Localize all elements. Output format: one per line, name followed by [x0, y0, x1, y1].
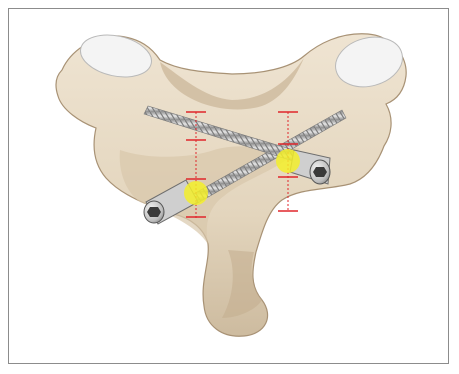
vertebra-illustration [0, 0, 459, 374]
